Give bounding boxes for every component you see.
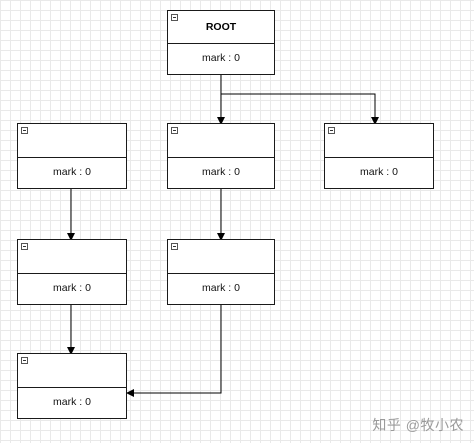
node-label: mark : 0 — [53, 166, 91, 178]
node-body: mark : 0 — [18, 156, 126, 188]
node-header — [325, 124, 433, 158]
node-body: mark : 0 — [18, 386, 126, 418]
collapse-toggle-icon[interactable] — [21, 357, 28, 364]
node-header — [18, 354, 126, 388]
node-label: mark : 0 — [202, 282, 240, 294]
collapse-toggle-icon[interactable] — [328, 127, 335, 134]
node-header: ROOT — [168, 11, 274, 44]
node-body: mark : 0 — [325, 156, 433, 188]
node-body: mark : 0 — [168, 156, 274, 188]
collapse-toggle-icon[interactable] — [21, 127, 28, 134]
node-header — [18, 124, 126, 158]
node-label: mark : 0 — [53, 282, 91, 294]
collapse-toggle-icon[interactable] — [171, 243, 178, 250]
edge-mid-2-to-left-3 — [126, 305, 222, 397]
node-header — [168, 240, 274, 274]
node-label: mark : 0 — [360, 166, 398, 178]
collapse-toggle-icon[interactable] — [171, 127, 178, 134]
node-label: mark : 0 — [202, 52, 240, 64]
node-header — [18, 240, 126, 274]
node-body: mark : 0 — [168, 42, 274, 74]
node-left-3[interactable]: mark : 0 — [17, 353, 127, 419]
node-left-2[interactable]: mark : 0 — [17, 239, 127, 305]
collapse-toggle-icon[interactable] — [21, 243, 28, 250]
watermark: 知乎 @牧小农 — [372, 417, 464, 433]
node-label: mark : 0 — [202, 166, 240, 178]
node-mid-2[interactable]: mark : 0 — [167, 239, 275, 305]
node-mid-1[interactable]: mark : 0 — [167, 123, 275, 189]
node-title: ROOT — [205, 21, 237, 33]
collapse-toggle-icon[interactable] — [171, 14, 178, 21]
node-left-1[interactable]: mark : 0 — [17, 123, 127, 189]
node-label: mark : 0 — [53, 396, 91, 408]
node-header — [168, 124, 274, 158]
node-body: mark : 0 — [18, 272, 126, 304]
node-right-1[interactable]: mark : 0 — [324, 123, 434, 189]
node-root[interactable]: ROOT mark : 0 — [167, 10, 275, 75]
node-body: mark : 0 — [168, 272, 274, 304]
edge-root-to-right-1 — [221, 93, 379, 125]
